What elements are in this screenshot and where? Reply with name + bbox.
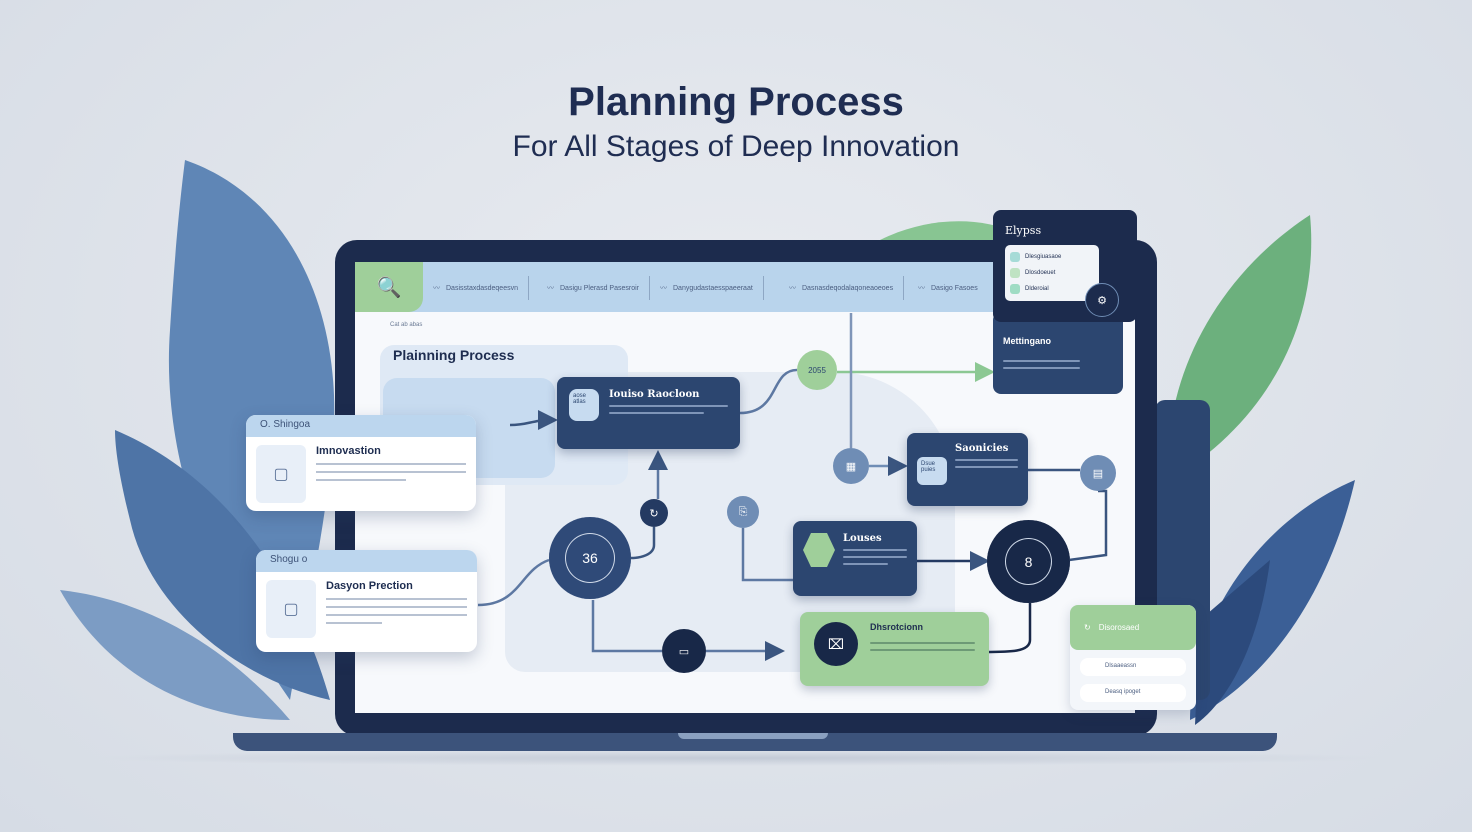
connector: [630, 527, 656, 560]
leaf-left-back: [60, 590, 290, 720]
flow-node-box2[interactable]: Dsue puies Saonicies: [907, 433, 1028, 506]
connector: [739, 368, 798, 415]
topbar-item[interactable]: 〰Dasigo Fasoes: [918, 284, 978, 293]
laptop-shadow: [80, 750, 1400, 766]
refresh-icon: ↻: [1084, 623, 1091, 632]
refresh-icon: ↻: [649, 507, 659, 520]
connector: [1068, 489, 1108, 562]
device-icon: ▢: [266, 580, 316, 638]
flow-node-box4[interactable]: ⌧ Dhsrotcionn: [800, 612, 989, 686]
side-card-item[interactable]: Dlsaaeassn: [1080, 658, 1186, 676]
side-card[interactable]: ↻ Disorosaed Dlsaaeassn Deasq ipoget: [1070, 605, 1196, 710]
side-card-title: Disorosaed: [1098, 623, 1140, 632]
search-icon: 🔍: [376, 276, 402, 299]
panel-title: Mettingano: [1003, 336, 1051, 346]
chart-icon: 〰: [433, 285, 440, 292]
card-title: Imnovastion: [316, 445, 381, 457]
connector: [509, 410, 558, 431]
device-icon: ▢: [256, 445, 306, 503]
flow-node-big-circle[interactable]: 8: [987, 520, 1070, 603]
node-title: Saonicies: [955, 443, 1009, 454]
node-badge: Dsue puies: [917, 457, 947, 485]
flow-node-box3[interactable]: Louses: [793, 521, 917, 596]
node-title: Iouiso Raocloon: [609, 389, 700, 400]
meeting-panel[interactable]: Mettingano: [993, 312, 1123, 394]
connector: [741, 528, 793, 582]
breadcrumb: Cat ab abas: [390, 322, 423, 328]
chart-icon: 〰: [789, 285, 796, 292]
laptop-base: [233, 733, 1277, 751]
node-title: Louses: [843, 533, 882, 544]
search-button[interactable]: 🔍: [355, 262, 423, 312]
node-title: Dhsrotcionn: [870, 622, 923, 632]
grid-icon: ▦: [845, 460, 857, 473]
topbar-item[interactable]: 〰Dasigu Plerasd Pasesroir: [547, 276, 650, 300]
design-card[interactable]: Shogu o ▢ Dasyon Prection: [256, 550, 477, 652]
flow-node-small-circle[interactable]: ↻: [640, 499, 668, 527]
flow-node-circle[interactable]: ▭: [662, 629, 706, 673]
flow-node-circle[interactable]: ▤: [1080, 455, 1116, 491]
chart-icon: 〰: [660, 285, 667, 292]
chart-icon: 〰: [918, 285, 925, 292]
popup-item[interactable]: Dlesgiuasaoe: [1010, 249, 1094, 265]
popup-title: Elypss: [1005, 224, 1042, 237]
book-icon: ⌧: [814, 622, 858, 666]
leaf-green-back: [880, 221, 1030, 245]
topbar-item[interactable]: 〰Danygudastaesspaeeraat: [660, 276, 764, 300]
clipboard-icon: ⎘: [738, 505, 748, 518]
popup-card[interactable]: Elypss Dlesgiuasaoe Dlosdoeuet Dlderoial: [993, 210, 1137, 322]
card-header: O. Shingoa: [246, 415, 476, 437]
topbar-item[interactable]: 〰Dasnasdeqodalaqoneaoeoes: [789, 276, 905, 300]
topbar-item[interactable]: 〰Dasisstaxdasdeqeesvn: [433, 276, 529, 300]
page-title: Planning Process: [568, 80, 904, 124]
flow-node-green-circle[interactable]: 2055: [797, 350, 837, 390]
card-title: Dasyon Prection: [326, 580, 413, 592]
server-icon: ▭: [678, 645, 690, 658]
popup-item[interactable]: Dlderoial: [1010, 281, 1094, 297]
chart-icon: 〰: [547, 285, 554, 292]
side-card-item[interactable]: Deasq ipoget: [1080, 684, 1186, 702]
hexagon-icon: [803, 533, 835, 567]
screen-heading: Plainning Process: [393, 347, 515, 363]
document-icon: ▤: [1092, 467, 1104, 480]
side-card-header: ↻ Disorosaed: [1070, 605, 1196, 650]
flow-node-circle[interactable]: ▦: [833, 448, 869, 484]
innovation-card[interactable]: O. Shingoa ▢ Imnovastion: [246, 415, 476, 511]
settings-icon[interactable]: ⚙: [1085, 283, 1119, 317]
page-subtitle: For All Stages of Deep Innovation: [512, 130, 960, 163]
flow-node-small-circle[interactable]: ⎘: [727, 496, 759, 528]
card-header: Shogu o: [256, 550, 477, 572]
connector: [984, 602, 1032, 654]
node-badge: aose atlas: [569, 389, 599, 421]
leaf-right-blue2: [1195, 560, 1270, 725]
flow-node-big-circle[interactable]: 36: [549, 517, 631, 599]
connector: [477, 558, 550, 607]
connector: [591, 600, 662, 653]
flow-node-box1[interactable]: aose atlas Iouiso Raocloon: [557, 377, 740, 449]
popup-item[interactable]: Dlosdoeuet: [1010, 265, 1094, 281]
